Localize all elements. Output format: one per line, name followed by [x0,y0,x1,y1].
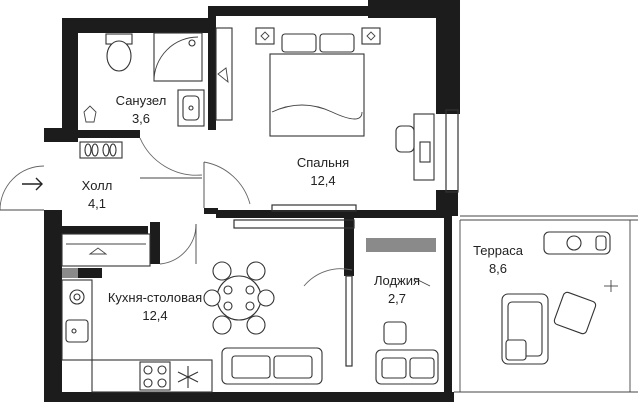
bathroom-area: 3,6 [132,111,150,126]
towel-rack-icon [83,105,97,123]
wall-hall-closet [62,226,148,234]
snowflake-icon [177,366,199,388]
toilet-icon [105,33,133,72]
loggia-partition [366,238,436,252]
wardrobe-bedroom [215,27,233,121]
kitchen-partition [62,268,78,278]
loggia-area: 2,7 [388,291,406,306]
bath-door-arc [139,137,203,179]
arrow-right-icon [22,177,43,191]
sink-icon [177,89,205,127]
loggia-name: Лоджия [374,273,420,288]
bedroom-name: Спальня [297,155,349,170]
nightstand-left [255,27,275,45]
window-kitchen-loggia [345,275,353,367]
cooktop-icon [139,361,171,391]
hall-door-arc [203,161,251,208]
wall-top-bath [62,18,208,33]
wall-left-notch [44,128,78,142]
nightstand-right [361,27,381,45]
wall-kitchen-left [62,268,102,278]
lounger-icon [543,231,611,255]
bathroom-name: Санузел [116,93,167,108]
wall-left-bath [62,18,78,142]
wall-bedroom-bottom [216,210,444,218]
sofa-kitchen [221,347,323,385]
dining-table [203,261,275,335]
terrace-name: Терраса [473,243,524,258]
terrace-sofa [501,293,549,365]
terrace-outline [454,215,638,393]
wall-stub-hall [204,208,218,214]
bedroom-area: 12,4 [310,173,335,188]
sofa-loggia [375,349,439,385]
terrace-armchair [553,291,597,335]
bed-icon [269,33,365,137]
windows [233,109,459,367]
kitchen-area: 12,4 [142,308,167,323]
wall-right-upper [436,18,460,114]
hall-name: Холл [82,178,113,193]
wall-bath-bedroom [208,16,216,130]
loggia-armchair [383,277,431,345]
window-bedroom-bottom [233,219,355,229]
wall-top-right [368,0,460,18]
sink-kitchen-icon [65,319,89,343]
wardrobe-hall [61,233,151,267]
loggia-door-arc [303,268,353,287]
washing-machine-icon [69,289,85,305]
wall-top-bedroom [208,6,368,16]
desk-chair [395,113,435,181]
terrace-area: 8,6 [489,261,507,276]
kitchen-name: Кухня-столовая [108,290,202,305]
shower-icon [153,32,203,82]
wall-closet-side [150,222,160,264]
wall-bottom-loggia [350,392,454,402]
hall-shoes [79,141,123,159]
kitchen-door-arc [159,223,197,265]
wall-right-mid [436,190,458,216]
wall-bottom [44,392,350,402]
window-bedroom-right [445,109,459,193]
entrance-door[interactable] [0,165,45,211]
hall-area: 4,1 [88,196,106,211]
window-bedroom-sill [271,204,357,212]
wall-loggia-right [444,216,452,392]
wall-kitchen-loggia [344,218,354,276]
wall-left-lower [44,210,62,400]
wall-bath-bottom [78,130,140,138]
walls [44,0,460,402]
